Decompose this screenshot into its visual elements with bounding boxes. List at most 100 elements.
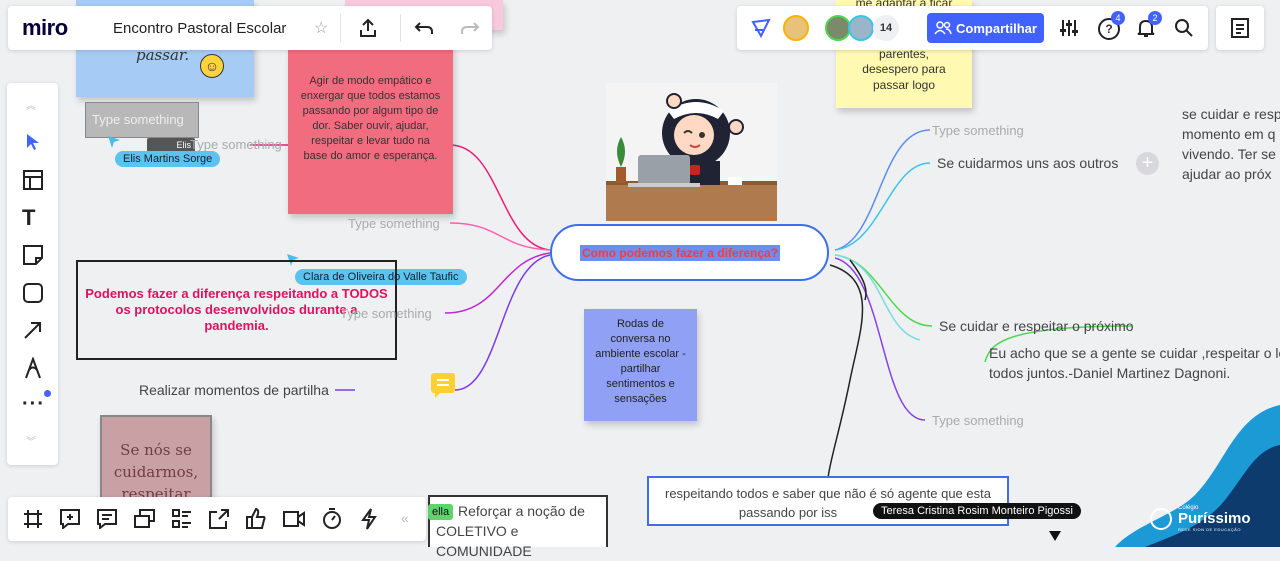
pen-icon[interactable] bbox=[23, 357, 43, 379]
share-screen-icon[interactable] bbox=[209, 509, 229, 529]
gray-text-box[interactable]: Type something bbox=[85, 102, 199, 138]
text-tool-icon[interactable]: T bbox=[22, 205, 36, 230]
new-indicator bbox=[44, 390, 51, 397]
select-arrow-icon[interactable] bbox=[25, 133, 41, 151]
smiley-icon: ☺ bbox=[200, 54, 224, 78]
more-tools-icon[interactable]: ··· bbox=[22, 393, 45, 415]
chat-icon[interactable] bbox=[97, 509, 117, 529]
avatar-thumb: Elis bbox=[147, 138, 195, 154]
undo-icon[interactable] bbox=[414, 19, 434, 37]
shape-icon[interactable] bbox=[23, 283, 43, 303]
bottom-box-line: respeitando todos e saber que não é só a… bbox=[665, 486, 991, 501]
right-text-line: ajudar ao próx bbox=[1182, 166, 1272, 182]
cursor-arrow-icon bbox=[1049, 531, 1061, 541]
brand-wave-shape bbox=[1115, 405, 1280, 547]
collaborators-count[interactable]: 14 bbox=[873, 15, 899, 41]
redo-icon[interactable] bbox=[460, 19, 480, 37]
search-icon[interactable] bbox=[1174, 18, 1194, 38]
collab-toolbar: 14 Compartilhar ? 4 2 bbox=[737, 6, 1208, 50]
bottom-left-text-box[interactable]: Reforçar a noção de COLETIVO e COMUNIDAD… bbox=[428, 495, 608, 559]
star-icon[interactable]: ☆ bbox=[314, 20, 329, 37]
sticky-blue[interactable]: Rodas de conversa no ambiente escolar - … bbox=[584, 309, 697, 421]
sticky-pink-text: Agir de modo empático e enxergar que tod… bbox=[300, 75, 441, 162]
right-text-line: momento em q bbox=[1182, 126, 1276, 142]
cursor-label-teresa: Teresa Cristina Rosim Monteiro Pigossi bbox=[873, 503, 1081, 519]
chevron-up-icon[interactable]: ︽ bbox=[26, 101, 36, 112]
left-node-partilha[interactable]: Realizar momentos de partilha bbox=[139, 382, 329, 398]
help-badge: 4 bbox=[1111, 11, 1125, 25]
sticky-yellow-line: parentes, bbox=[878, 47, 930, 61]
brand-sub: REDE SION DE EDUCAÇÃO bbox=[1178, 527, 1241, 532]
right-text-line: se cuidar e resp bbox=[1182, 106, 1280, 122]
help-icon[interactable]: ? bbox=[1098, 18, 1120, 40]
brand-small: Colégio bbox=[1178, 505, 1199, 511]
right-node-1[interactable]: Type something bbox=[932, 123, 1024, 138]
cards-icon[interactable] bbox=[134, 509, 156, 529]
sticky-lightblue-text: passar. bbox=[136, 46, 190, 64]
bottom-toolbar: « bbox=[8, 497, 426, 541]
share-button[interactable]: Compartilhar bbox=[927, 13, 1044, 43]
nun-illustration[interactable] bbox=[606, 83, 777, 221]
right-text-block: se cuidar e resp momento em q vivendo. T… bbox=[1182, 104, 1280, 184]
right-node-4[interactable]: Type something bbox=[932, 413, 1024, 428]
notification-badge: 2 bbox=[1148, 11, 1162, 25]
sticky-pink[interactable]: Agir de modo empático e enxergar que tod… bbox=[288, 46, 453, 214]
cursor-label-elis: Elis Martins Sorge bbox=[115, 151, 221, 167]
cursor-label-ella: ella bbox=[428, 504, 454, 520]
timer-icon[interactable] bbox=[322, 508, 342, 530]
left-node-1[interactable]: Type something bbox=[190, 137, 282, 152]
left-node-3[interactable]: Type something bbox=[340, 306, 432, 321]
comment-icon[interactable] bbox=[431, 373, 455, 398]
notes-panel-button[interactable] bbox=[1216, 6, 1264, 50]
right-node-cuidarmos[interactable]: Se cuidarmos uns aos outros bbox=[937, 155, 1119, 171]
sticky-pink-dark-line: cuidarmos, bbox=[113, 463, 199, 481]
sticky-pink-dark-line: Se nós se bbox=[120, 441, 192, 459]
cursor-arrow-icon bbox=[108, 136, 120, 148]
left-node-2[interactable]: Type something bbox=[348, 216, 440, 231]
bottom-left-line: Reforçar a noção de bbox=[458, 503, 585, 519]
frame-icon[interactable] bbox=[23, 509, 43, 529]
upload-icon[interactable] bbox=[358, 18, 378, 38]
right-node-respeitar[interactable]: Se cuidar e respeitar o próximo bbox=[939, 318, 1134, 334]
gray-text-box-placeholder: Type something bbox=[92, 112, 184, 127]
sticky-blue-text: Rodas de conversa no ambiente escolar - … bbox=[595, 318, 686, 405]
left-toolbar: ︽ T ··· ︾ bbox=[7, 83, 58, 465]
comment-add-icon[interactable] bbox=[60, 509, 80, 529]
cursor-follow-icon[interactable] bbox=[751, 18, 773, 38]
protocol-text-box[interactable]: Podemos fazer a diferença respeitando a … bbox=[76, 260, 397, 360]
document-icon bbox=[1231, 18, 1249, 38]
comment-line: Eu acho que se a gente se cuidar ,respei… bbox=[989, 345, 1280, 361]
avatar[interactable] bbox=[783, 15, 809, 41]
center-node[interactable]: Como podemos fazer a diferença? bbox=[550, 224, 829, 281]
list-icon[interactable] bbox=[172, 509, 192, 529]
board-header: miro Encontro Pastoral Escolar ☆ bbox=[8, 6, 492, 50]
collapse-toolbar-icon[interactable]: « bbox=[401, 510, 409, 526]
sticky-yellow-line: passar logo bbox=[872, 78, 936, 92]
templates-icon[interactable] bbox=[23, 170, 43, 190]
sticky-yellow-line: desespero para bbox=[862, 62, 946, 76]
avatar[interactable] bbox=[848, 15, 874, 41]
comment-text-block: Eu acho que se a gente se cuidar ,respei… bbox=[989, 343, 1280, 383]
bell-icon[interactable] bbox=[1136, 18, 1156, 38]
brand-name: Puríssimo bbox=[1178, 510, 1251, 527]
brand-logo: Colégio Puríssimo REDE SION DE EDUCAÇÃO bbox=[1150, 505, 1251, 532]
share-label: Compartilhar bbox=[956, 20, 1037, 36]
chevron-down-icon[interactable]: ︾ bbox=[26, 437, 36, 448]
miro-logo[interactable]: miro bbox=[22, 15, 68, 40]
bottom-text-box[interactable]: respeitando todos e saber que não é só a… bbox=[647, 476, 1009, 526]
video-icon[interactable] bbox=[283, 510, 305, 528]
lightning-icon[interactable] bbox=[361, 508, 377, 530]
center-node-text: Como podemos fazer a diferença? bbox=[580, 245, 781, 261]
thumbs-up-icon[interactable] bbox=[246, 508, 266, 530]
connector-arrow-icon[interactable] bbox=[23, 320, 43, 340]
cursor-label-clara: Clara de Oliveira do Valle Taufic bbox=[295, 269, 467, 285]
avatar[interactable] bbox=[825, 15, 851, 41]
sticky-note-icon[interactable] bbox=[23, 245, 43, 265]
board-title[interactable]: Encontro Pastoral Escolar bbox=[113, 20, 287, 37]
users-icon bbox=[934, 21, 952, 35]
comment-line: todos juntos.-Daniel Martinez Dagnoni. bbox=[989, 365, 1231, 381]
right-text-line: vivendo. Ter se bbox=[1182, 146, 1276, 162]
sticky-yellow-line: me adaptar a ficar bbox=[855, 0, 953, 10]
add-node-icon[interactable]: + bbox=[1136, 152, 1159, 175]
settings-sliders-icon[interactable] bbox=[1059, 18, 1079, 38]
